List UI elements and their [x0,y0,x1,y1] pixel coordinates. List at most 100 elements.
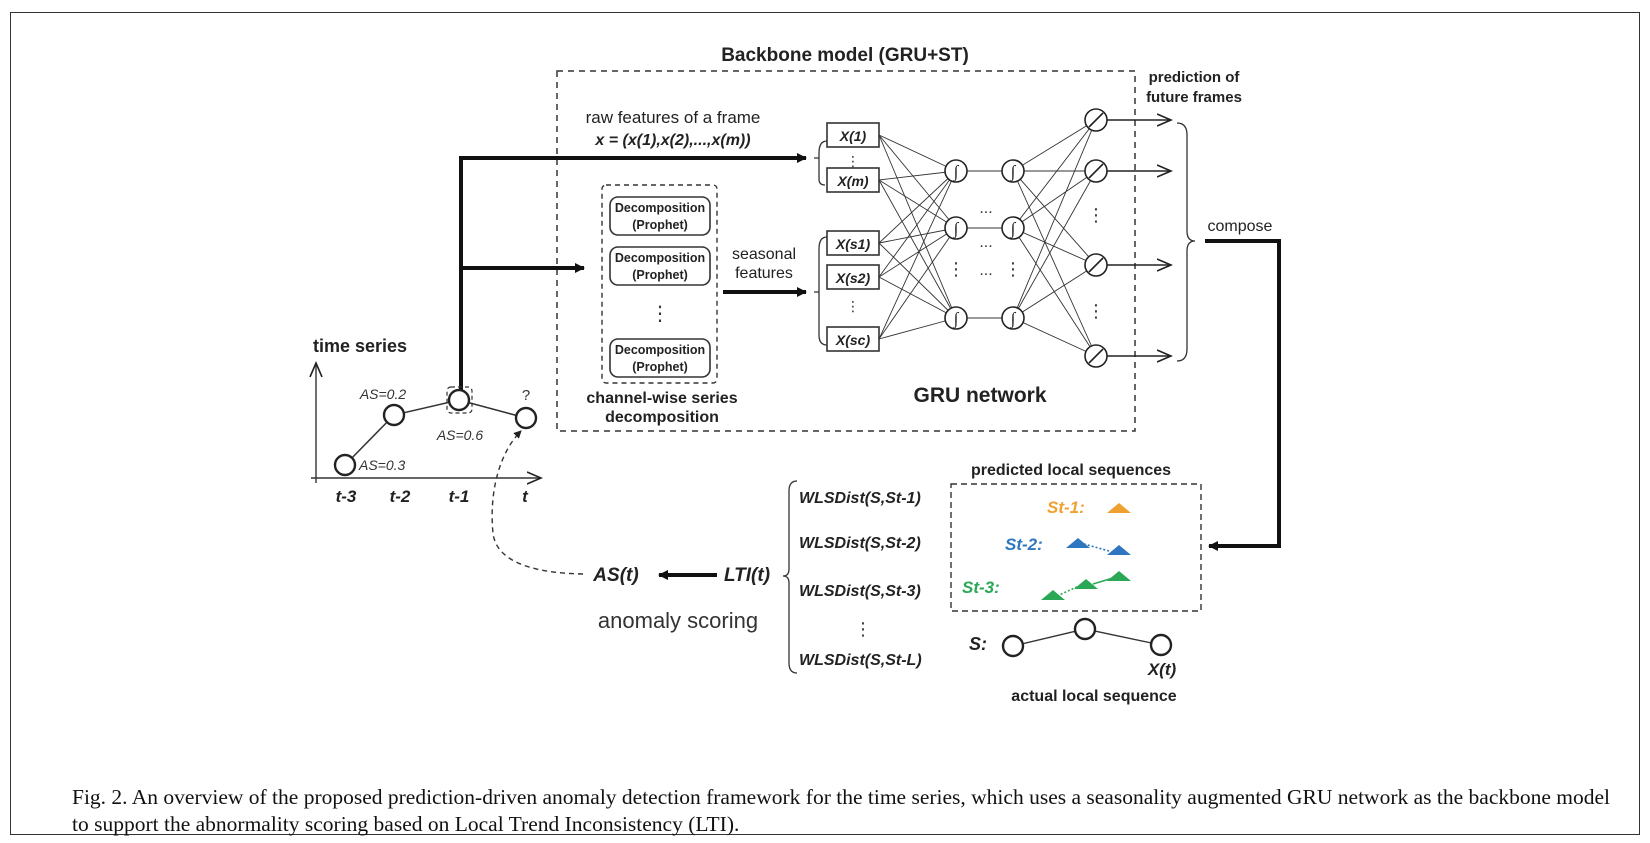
point-t-1 [447,388,471,412]
time-series-title: time series [313,336,407,356]
connection [1012,119,1097,172]
connection [878,170,957,244]
gru-nodes: ∫∫∫∫∫∫ [944,159,1025,330]
actual-local-sequence: S: X(t) actual local sequence [969,617,1177,705]
wls-item-4: WLSDist(S,St-L) [799,652,922,669]
as-label-t-2: AS=0.2 [359,386,407,402]
svg-text:∫: ∫ [1010,162,1017,182]
wls-bracket [782,480,798,674]
seq-label-t-1: St-1: [1047,498,1085,517]
connection [878,179,957,229]
seq-t-3-link-1 [1056,585,1080,597]
wls-item-1: WLSDist(S,St-1) [799,490,921,507]
svg-text:X(m): X(m) [836,173,868,189]
seq-t-1-marker [1107,503,1131,513]
connection [878,134,957,319]
gru-connections [878,119,1097,357]
connection [878,227,957,244]
wls-item-2: WLSDist(S,St-2) [799,535,921,552]
point-t [514,406,538,430]
prediction-label-2: future frames [1146,89,1242,106]
svg-text:X(s2): X(s2) [835,270,871,286]
decomposition-block-2: Decomposition (Prophet) [609,246,711,286]
raw-features-label: raw features of a frame [586,108,761,127]
figure-caption: Fig. 2. An overview of the proposed pred… [72,785,1611,836]
as-t-label: AS(t) [592,565,638,586]
connection [1012,170,1097,357]
tick-t-2: t-2 [390,487,411,506]
hidden-dots-3: ... [979,262,992,279]
connection [878,170,957,278]
connection [1012,170,1097,319]
svg-text:∫: ∫ [953,219,960,239]
point-t-3 [333,453,357,477]
output-node-1 [1084,108,1171,132]
connection [1012,227,1097,266]
diagram-canvas: Backbone model (GRU+ST) raw features of … [11,45,1281,705]
gru-network-label: GRU network [913,384,1046,407]
channel-decomposition-label-1: channel-wise series [586,390,737,407]
connection [878,276,957,319]
seasonal-input-ellipsis: ⋮ [846,298,860,314]
output-node-3 [1084,253,1171,277]
output-vdots-2: ⋮ [1087,301,1105,321]
raw-feature-arrow [459,153,807,391]
as-label-t: ? [522,387,530,404]
wls-list: WLSDist(S,St-1) WLSDist(S,St-2) WLSDist(… [799,490,922,669]
anomaly-scoring: AS(t) LTI(t) anomaly scoring [592,565,770,633]
channel-decomposition-label-2: decomposition [605,409,719,426]
input-xsc: X(sc) [826,326,880,352]
gru-node-l2-2: ∫ [1001,216,1025,240]
lti-t-label: LTI(t) [724,565,770,586]
connection [878,227,957,278]
svg-text:∫: ∫ [953,309,960,329]
actual-point-3 [1149,633,1173,657]
output-node-2 [1084,159,1171,183]
hidden-vdots-1: ⋮ [947,259,965,279]
anomaly-scoring-label: anomaly scoring [598,608,758,633]
actual-point-1 [1001,634,1025,658]
svg-text:(Prophet): (Prophet) [632,218,688,232]
prediction-label-1: prediction of [1149,69,1241,86]
predicted-sequences-box [950,483,1202,612]
seq-t-3-marker-b [1074,579,1098,589]
output-node-4 [1084,344,1171,368]
predicted-sequences-title: predicted local sequences [971,462,1171,479]
connection [878,170,957,181]
hidden-dots-2: ... [979,234,992,251]
input-xs2: X(s2) [826,264,880,290]
hidden-vdots-2: ⋮ [1004,259,1022,279]
decomposition-panel: Decomposition (Prophet) Decomposition (P… [586,184,738,426]
compose-label: compose [1208,218,1273,235]
raw-features-equation: x = (x(1),x(2),...,x(m)) [594,132,750,149]
svg-text:Decomposition: Decomposition [615,201,705,215]
connection [1012,119,1097,229]
seq-label-t-2: St-2: [1005,535,1043,554]
connection [878,134,957,172]
seasonal-label-2: features [735,265,793,282]
svg-text:(Prophet): (Prophet) [632,268,688,282]
as-label-t-3: AS=0.3 [358,457,406,473]
seq-t-2-marker-b [1107,545,1131,555]
decomposition-block-3: Decomposition (Prophet) [609,338,711,378]
svg-text:X(s1): X(s1) [835,236,871,252]
decomposition-block-1: Decomposition (Prophet) [609,196,711,236]
svg-text:∫: ∫ [1010,309,1017,329]
connection [1012,170,1097,229]
wls-item-3: WLSDist(S,St-3) [799,583,921,600]
wls-ellipsis: ⋮ [854,619,872,639]
seasonal-input-bracket [814,236,828,346]
input-xm: X(m) [826,167,880,193]
connection [878,134,957,229]
score-feedback-curve [491,430,584,575]
svg-text:X(1): X(1) [839,128,867,144]
tick-t-3: t-3 [336,487,357,506]
predicted-local-sequences: predicted local sequences St-1: St-2: St… [950,462,1202,612]
actual-seq-title: actual local sequence [1011,688,1177,705]
gru-node-l1-3: ∫ [944,306,968,330]
output-nodes [1084,108,1171,368]
seq-t-3-link-2 [1092,577,1114,585]
xt-label: X(t) [1147,660,1177,679]
current-frame-highlight [446,386,473,414]
svg-text:Decomposition: Decomposition [615,251,705,265]
